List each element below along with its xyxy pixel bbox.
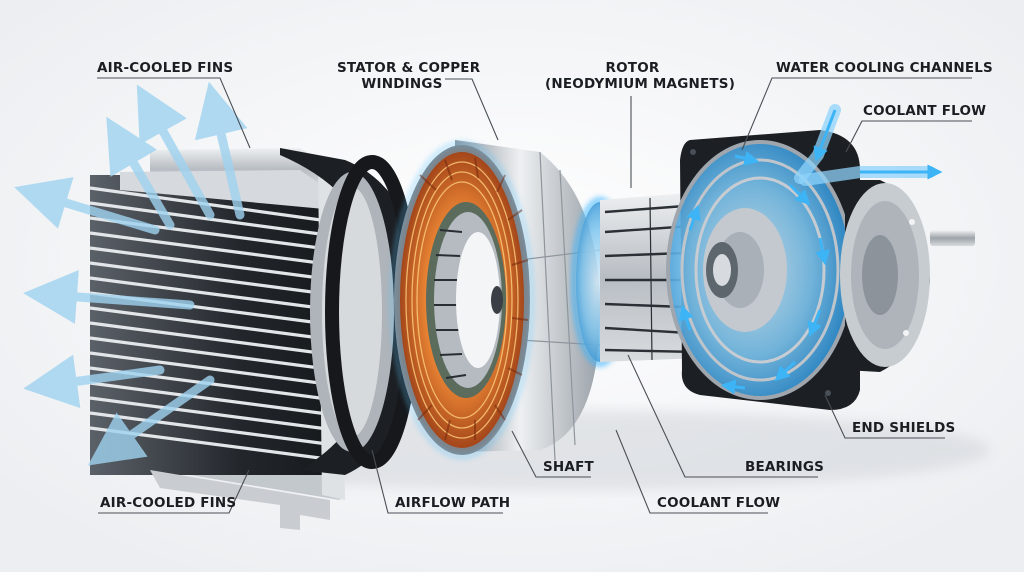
stator-windings — [390, 140, 601, 461]
label-air-cooled-fins-top: AIR-COOLED FINS — [97, 60, 234, 76]
label-coolant-flow-bottom: COOLANT FLOW — [657, 495, 781, 511]
leader-line-water-cooling-channels — [741, 77, 972, 151]
heatsink-fins — [89, 148, 345, 530]
coolant-pipes — [794, 104, 943, 186]
label-rotor: ROTOR(NEODYMIUM MAGNETS) — [545, 60, 736, 92]
label-end-shields: END SHIELDS — [852, 420, 956, 436]
label-water-cooling-channels: WATER COOLING CHANNELS — [776, 60, 993, 76]
leader-line-coolant-flow-bottom — [615, 429, 768, 514]
left-end-plate — [280, 148, 425, 475]
leader-line-air-cooled-fins-bottom — [98, 469, 250, 514]
leader-line-bearings — [627, 354, 818, 478]
label-airflow-path: AIRFLOW PATH — [395, 495, 511, 511]
end-shield-right — [840, 180, 930, 372]
water-cooled-end-plate — [666, 130, 860, 410]
leader-line-shaft — [511, 430, 591, 478]
leader-line-air-cooled-fins-top — [97, 77, 251, 149]
label-coolant-flow-top: COOLANT FLOW — [863, 103, 987, 119]
airflow-arrows — [14, 81, 248, 466]
label-shaft: SHAFT — [543, 459, 594, 475]
leader-line-airflow-path — [371, 449, 503, 514]
leader-lines — [97, 77, 972, 514]
label-bearings: BEARINGS — [745, 459, 825, 475]
label-air-cooled-fins-bottom: AIR-COOLED FINS — [100, 495, 237, 511]
leader-line-end-shields — [824, 394, 945, 439]
leader-line-stator-copper-windings — [445, 78, 499, 141]
leader-line-coolant-flow-top — [845, 120, 972, 153]
